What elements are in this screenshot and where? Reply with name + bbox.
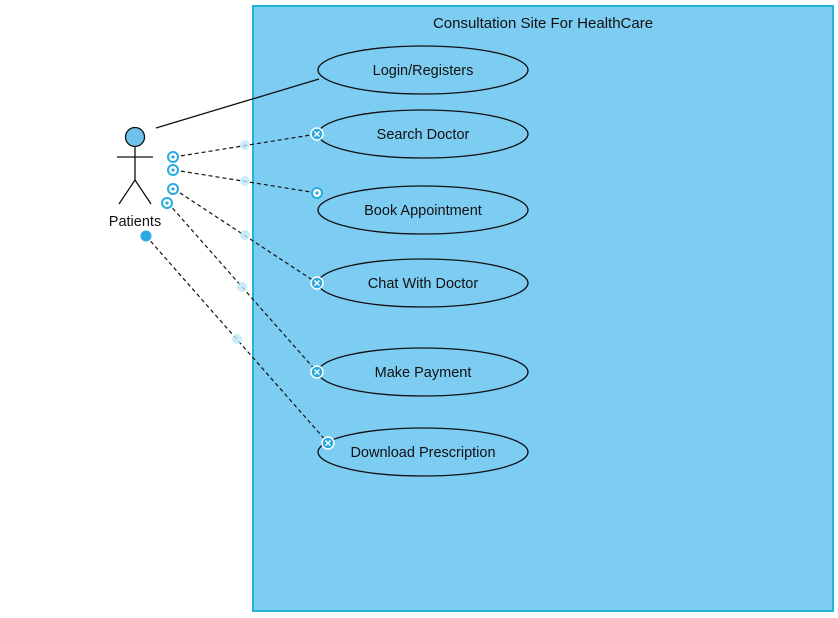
use-cases: Login/Registers Search Doctor Book Appoi… [317, 45, 529, 477]
disconnect-handle-icon[interactable] [321, 436, 335, 450]
waypoint-dot[interactable] [240, 176, 250, 186]
connection-handle-icon[interactable] [140, 230, 152, 242]
use-case-label: Login/Registers [373, 63, 474, 79]
actor-label: Patients [109, 214, 161, 230]
connection-handle-icon[interactable] [167, 151, 179, 163]
use-case-label: Chat With Doctor [368, 276, 479, 292]
actor-head [124, 126, 146, 148]
use-case-label: Search Doctor [377, 127, 470, 143]
actor-patients[interactable]: Patients [109, 126, 161, 231]
waypoint-dot[interactable] [237, 282, 247, 292]
disconnect-handle-icon[interactable] [310, 127, 324, 141]
target-handles [310, 127, 335, 450]
use-case-login-registers[interactable]: Login/Registers [317, 45, 529, 95]
use-case-label: Book Appointment [364, 203, 482, 219]
actor-left-leg [118, 179, 136, 205]
association-download-prescription[interactable] [145, 235, 329, 444]
connection-handle-icon[interactable] [311, 187, 323, 199]
system-boundary[interactable]: Consultation Site For HealthCare [252, 5, 834, 612]
use-case-search-doctor[interactable]: Search Doctor [317, 109, 529, 159]
use-case-label: Download Prescription [350, 445, 495, 461]
use-case-download-prescription[interactable]: Download Prescription [317, 427, 529, 477]
edge-waypoints [232, 140, 250, 344]
connection-handle-icon[interactable] [167, 164, 179, 176]
disconnect-handle-icon[interactable] [310, 365, 324, 379]
system-boundary-rect[interactable] [252, 5, 834, 612]
connection-handle-icon[interactable] [161, 197, 173, 209]
waypoint-dot[interactable] [240, 230, 250, 240]
use-case-book-appointment[interactable]: Book Appointment [317, 185, 529, 235]
source-handles [140, 151, 179, 242]
use-case-label: Make Payment [375, 365, 472, 381]
use-case-make-payment[interactable]: Make Payment [317, 347, 529, 397]
actor-right-leg [134, 179, 152, 205]
system-title: Consultation Site For HealthCare [433, 15, 653, 32]
waypoint-dot[interactable] [240, 140, 250, 150]
connection-handle-icon[interactable] [167, 183, 179, 195]
association-login[interactable] [155, 78, 320, 129]
disconnect-handle-icon[interactable] [310, 276, 324, 290]
waypoint-dot[interactable] [232, 334, 242, 344]
use-case-chat-with-doctor[interactable]: Chat With Doctor [317, 258, 529, 308]
